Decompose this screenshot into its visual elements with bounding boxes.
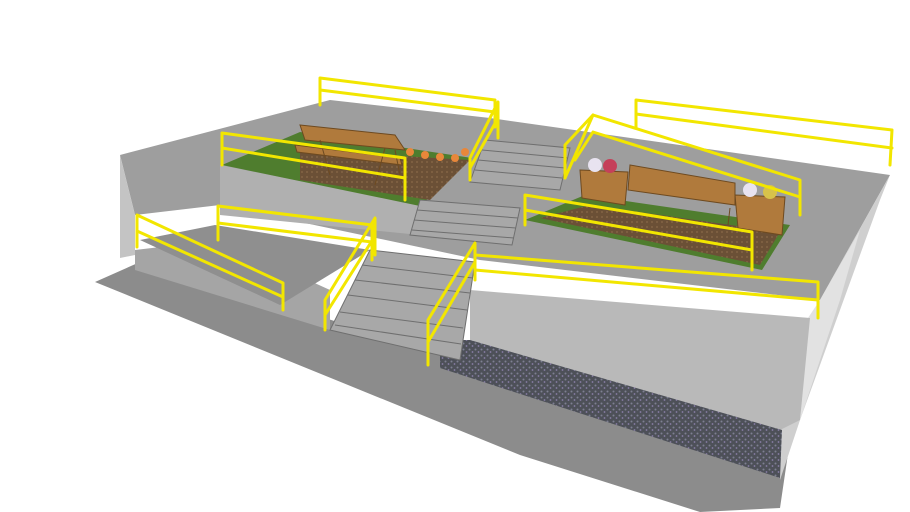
mid-wall bbox=[220, 165, 420, 235]
upper-stairs bbox=[469, 139, 571, 191]
right-wall-inner bbox=[800, 230, 860, 420]
railing-front-ramp bbox=[473, 253, 820, 320]
gravel-bed bbox=[440, 340, 782, 478]
yellow-railings bbox=[135, 76, 894, 367]
front-wall bbox=[470, 290, 810, 430]
lower-stairs bbox=[329, 249, 476, 361]
middle-stairs bbox=[409, 199, 521, 246]
flower-row bbox=[406, 148, 469, 162]
planter-right bbox=[734, 183, 786, 236]
planter-left bbox=[579, 158, 629, 206]
left-ramp bbox=[140, 225, 370, 305]
left-wall bbox=[120, 155, 135, 258]
left-front-wall bbox=[135, 240, 330, 330]
ground-plane bbox=[95, 262, 790, 512]
